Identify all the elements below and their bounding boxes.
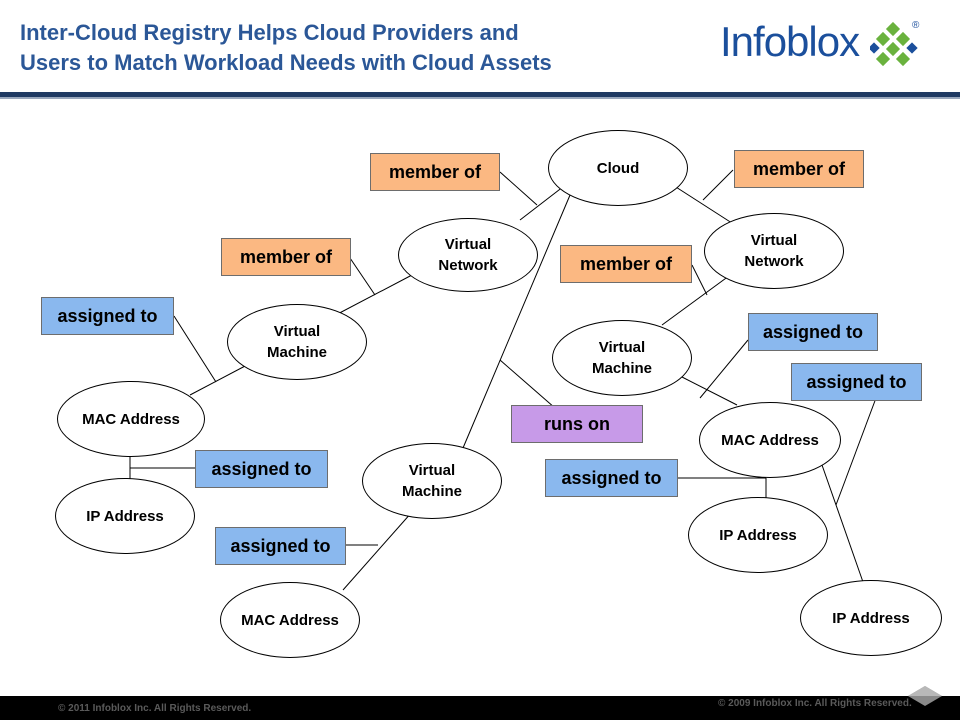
node-mac-address-center: MAC Address: [220, 582, 360, 658]
node-virtual-network-right: Virtual Network: [704, 213, 844, 289]
edge-vnet-vm-left: [329, 274, 413, 319]
label-assigned-to-2: assigned to: [195, 450, 328, 488]
logo-diamond-icon: [870, 22, 918, 67]
label-assigned-to-3: assigned to: [215, 527, 346, 565]
pointer-assigned-to-1: [173, 315, 217, 383]
edge-vm-mac-right: [679, 375, 738, 406]
node-virtual-machine-center: Virtual Machine: [362, 443, 502, 519]
footer-bar: [0, 696, 960, 720]
pointer-runs-on: [499, 359, 556, 409]
title-line-2: Users to Match Workload Needs with Cloud…: [20, 50, 552, 75]
label-member-of-4: member of: [560, 245, 692, 283]
pointer-member-of-1: [499, 171, 538, 206]
edge-vnet-vm-right: [661, 272, 734, 326]
footer-copyright-right: © 2009 Infoblox Inc. All Rights Reserved…: [718, 698, 912, 709]
title-line-1: Inter-Cloud Registry Helps Cloud Provide…: [20, 20, 519, 45]
label-assigned-to-1: assigned to: [41, 297, 174, 335]
edge-vm-mac-left: [189, 364, 248, 396]
header-rule: [0, 92, 960, 97]
pointer-assigned-to-5: [835, 397, 877, 506]
logo-registered-mark: ®: [912, 20, 920, 31]
node-virtual-machine-left: Virtual Machine: [227, 304, 367, 380]
pointer-member-of-2: [702, 169, 734, 201]
label-member-of-1: member of: [370, 153, 500, 191]
node-ip-address-right-low: IP Address: [800, 580, 942, 656]
node-ip-address-right-mid: IP Address: [688, 497, 828, 573]
infoblox-logo: Infoblox ®: [720, 18, 920, 78]
edge-mac-ip-right-low: [821, 464, 864, 583]
node-cloud: Cloud: [548, 130, 688, 206]
node-mac-address-left: MAC Address: [57, 381, 205, 457]
label-assigned-to-4: assigned to: [748, 313, 878, 351]
node-ip-address-left: IP Address: [55, 478, 195, 554]
label-runs-on: runs on: [511, 405, 643, 443]
node-virtual-network-left: Virtual Network: [398, 218, 538, 292]
footer-diamond-icon: [908, 686, 942, 706]
edge-vm-mac-center: [342, 511, 413, 591]
label-assigned-to-6: assigned to: [545, 459, 678, 497]
pointer-member-of-4: [691, 264, 708, 296]
label-assigned-to-5: assigned to: [791, 363, 922, 401]
slide-title: Inter-Cloud Registry Helps Cloud Provide…: [20, 18, 710, 78]
logo-text: Infoblox: [720, 18, 860, 65]
label-member-of-3: member of: [221, 238, 351, 276]
pointer-member-of-3: [349, 257, 376, 296]
label-member-of-2: member of: [734, 150, 864, 188]
footer-copyright-left: © 2011 Infoblox Inc. All Rights Reserved…: [58, 703, 252, 714]
edge-cloud-vm-center: [462, 187, 574, 449]
pointer-assigned-to-4: [699, 339, 749, 399]
header-rule-light: [0, 97, 960, 99]
node-mac-address-right: MAC Address: [699, 402, 841, 478]
node-virtual-machine-right: Virtual Machine: [552, 320, 692, 396]
